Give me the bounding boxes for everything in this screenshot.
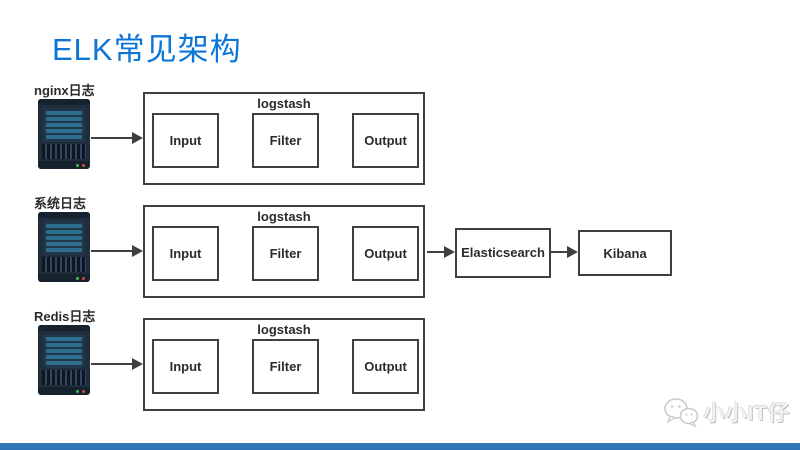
filter-box: Filter bbox=[252, 226, 319, 281]
server-base bbox=[38, 387, 90, 395]
output-box: Output bbox=[352, 339, 419, 394]
source-label: nginx日志 bbox=[34, 83, 95, 98]
input-box: Input bbox=[152, 113, 219, 168]
server-base bbox=[38, 161, 90, 169]
led-red-icon bbox=[82, 163, 85, 167]
led-green-icon bbox=[76, 276, 79, 280]
server-icon bbox=[38, 325, 90, 395]
input-label: Input bbox=[169, 246, 202, 261]
input-box: Input bbox=[152, 226, 219, 281]
page-title: ELK常见架构 bbox=[52, 32, 242, 67]
logstash-title: logstash bbox=[257, 322, 311, 337]
filter-label: Filter bbox=[269, 359, 302, 374]
source-label: Redis日志 bbox=[34, 309, 96, 324]
server-top bbox=[38, 325, 90, 331]
server-drive-panel bbox=[43, 108, 85, 142]
filter-label: Filter bbox=[269, 246, 302, 261]
server-vents bbox=[42, 257, 86, 272]
pipeline-row-redis: Redis日志 logstash Input Filter Output bbox=[0, 304, 800, 417]
filter-label: Filter bbox=[269, 133, 302, 148]
bottom-accent-bar bbox=[0, 443, 800, 450]
server-top bbox=[38, 212, 90, 218]
output-label: Output bbox=[364, 133, 407, 148]
input-label: Input bbox=[169, 133, 202, 148]
pipeline-row-system: 系统日志 logstash Input Filter Output bbox=[0, 191, 800, 304]
watermark: 小小IT仔 bbox=[663, 396, 790, 428]
pipeline-row-nginx: nginx日志 logstash Input Filter Output bbox=[0, 78, 800, 191]
led-red-icon bbox=[82, 276, 85, 280]
logstash-box: logstash Input Filter Output bbox=[143, 205, 425, 298]
input-box: Input bbox=[152, 339, 219, 394]
logstash-box: logstash Input Filter Output bbox=[143, 92, 425, 185]
server-top bbox=[38, 99, 90, 105]
filter-box: Filter bbox=[252, 339, 319, 394]
arrow-logstash-to-elasticsearch-icon bbox=[427, 246, 455, 258]
kibana-box: Kibana bbox=[578, 230, 672, 276]
server-icon bbox=[38, 212, 90, 282]
led-red-icon bbox=[82, 389, 85, 393]
led-green-icon bbox=[76, 163, 79, 167]
server-drive-panel bbox=[43, 221, 85, 255]
logstash-title: logstash bbox=[257, 209, 311, 224]
server-vents bbox=[42, 370, 86, 385]
led-green-icon bbox=[76, 389, 79, 393]
server-base bbox=[38, 274, 90, 282]
output-label: Output bbox=[364, 246, 407, 261]
input-label: Input bbox=[169, 359, 202, 374]
elasticsearch-box: Elasticsearch bbox=[455, 228, 551, 278]
logstash-title: logstash bbox=[257, 96, 311, 111]
server-drive-panel bbox=[43, 334, 85, 368]
server-vents bbox=[42, 144, 86, 159]
logstash-box: logstash Input Filter Output bbox=[143, 318, 425, 411]
output-box: Output bbox=[352, 226, 419, 281]
output-label: Output bbox=[364, 359, 407, 374]
server-icon bbox=[38, 99, 90, 169]
watermark-text: 小小IT仔 bbox=[703, 402, 790, 425]
arrow-source-to-logstash-icon bbox=[91, 132, 143, 144]
output-box: Output bbox=[352, 113, 419, 168]
arrow-source-to-logstash-icon bbox=[91, 245, 143, 257]
source-label: 系统日志 bbox=[34, 196, 87, 211]
filter-box: Filter bbox=[252, 113, 319, 168]
arrow-elasticsearch-to-kibana-icon bbox=[550, 246, 578, 258]
wechat-icon bbox=[663, 396, 699, 428]
arrow-source-to-logstash-icon bbox=[91, 358, 143, 370]
